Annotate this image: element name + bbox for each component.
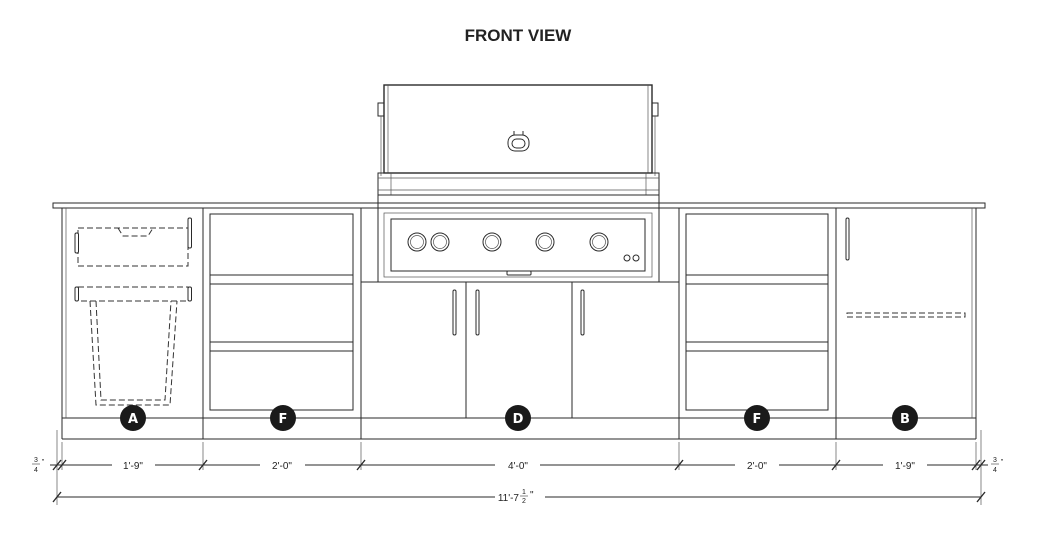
- light-switch-icon: [632, 254, 640, 262]
- dimension-total: 11'-7 1 2 ": [498, 489, 534, 505]
- svg-text:F: F: [279, 412, 288, 427]
- drawing-title: FRONT VIEW: [465, 26, 573, 45]
- dimension-line-total: [52, 491, 986, 503]
- svg-text:": ": [530, 490, 534, 501]
- svg-text:A: A: [128, 412, 138, 427]
- svg-text:D: D: [513, 412, 524, 427]
- door-handle: [580, 289, 585, 336]
- dimension-end-gap-left: 3 4 ": [32, 457, 45, 474]
- svg-text:": ": [42, 459, 45, 466]
- cabinet-base: [61, 208, 977, 440]
- dimension-a: 1'-9": [123, 461, 143, 472]
- dimension-d: 4'-0": [508, 461, 528, 472]
- svg-text:B: B: [900, 412, 910, 427]
- module-badge-b: B: [892, 405, 918, 431]
- svg-text:11'-7: 11'-7: [498, 493, 520, 504]
- module-b-cabinet-door: [845, 217, 966, 318]
- svg-text:2: 2: [522, 498, 526, 505]
- burner-knob-icon: [589, 232, 609, 252]
- hood-handle-icon: [507, 131, 530, 152]
- module-badge-a: A: [120, 405, 146, 431]
- door-handle: [845, 217, 850, 261]
- module-d-grill-base: [361, 281, 679, 418]
- svg-text:1: 1: [522, 489, 526, 496]
- countertop: [52, 202, 986, 209]
- dimension-line-modules: [50, 459, 988, 471]
- dimension-f-right: 2'-0": [747, 461, 767, 472]
- svg-text:3: 3: [34, 457, 38, 464]
- dimension-end-gap-right: 3 4 ": [991, 457, 1004, 474]
- door-handle: [475, 289, 480, 336]
- burner-knob-icon: [482, 232, 502, 252]
- module-f-left-shelving: [209, 213, 354, 411]
- svg-text:F: F: [753, 412, 762, 427]
- burner-knob-icon: [535, 232, 555, 252]
- svg-text:": ": [1001, 459, 1004, 466]
- dimension-f-left: 2'-0": [272, 461, 292, 472]
- dimension-b: 1'-9": [895, 461, 915, 472]
- svg-text:3: 3: [993, 457, 997, 464]
- svg-text:4: 4: [34, 467, 38, 474]
- module-badge-f-right: F: [744, 405, 770, 431]
- light-switch-icon: [623, 254, 631, 262]
- door-handle: [452, 289, 457, 336]
- module-f-right-shelving: [685, 213, 829, 411]
- grill: [377, 84, 660, 283]
- svg-text:4: 4: [993, 467, 997, 474]
- module-badge-f-left: F: [270, 405, 296, 431]
- burner-knob-icon: [407, 232, 427, 252]
- module-a-trash-pullout: [74, 217, 192, 406]
- module-badge-d: D: [505, 405, 531, 431]
- burner-knob-icon: [430, 232, 450, 252]
